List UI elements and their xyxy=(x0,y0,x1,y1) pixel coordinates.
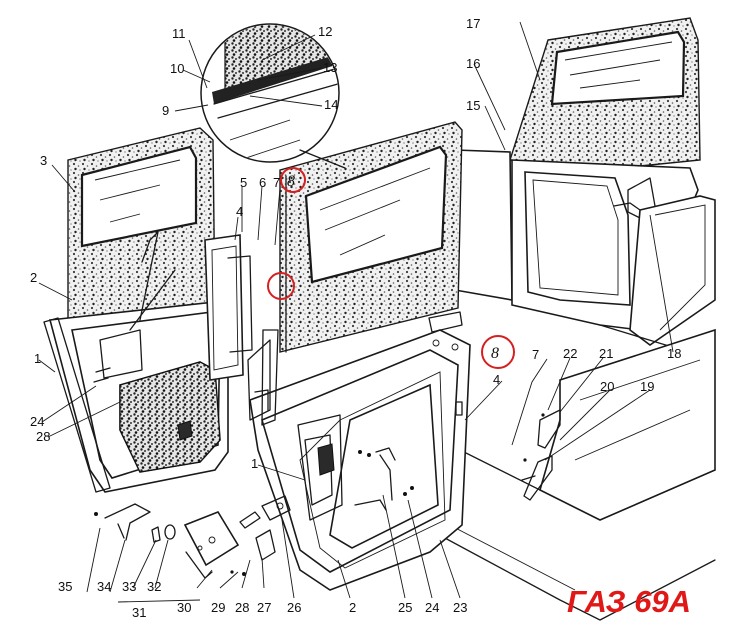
callout-2-bottom: 2 xyxy=(349,600,356,615)
callout-23: 23 xyxy=(453,600,467,615)
callout-11: 11 xyxy=(172,26,186,41)
front-door-lower-shell xyxy=(247,311,471,591)
highlight-mark-lower: 8 xyxy=(481,335,515,369)
callout-19: 19 xyxy=(640,379,654,394)
callout-32: 32 xyxy=(147,579,161,594)
callout-numbers: 1 1 1 2 2 3 4 4 4 5 6 7 7 9 10 11 12 13 … xyxy=(30,16,681,620)
callout-24-left: 24 xyxy=(30,414,44,429)
brand-label: ГАЗ 69А xyxy=(567,584,691,619)
callout-6: 6 xyxy=(259,175,266,190)
callout-27: 27 xyxy=(257,600,271,615)
callout-20: 20 xyxy=(600,379,614,394)
callout-21: 21 xyxy=(599,346,613,361)
callout-26: 26 xyxy=(287,600,301,615)
callout-7-top: 7 xyxy=(273,175,280,190)
callout-7-right: 7 xyxy=(532,347,539,362)
callout-25: 25 xyxy=(398,600,412,615)
handle-and-lock-parts xyxy=(94,495,291,579)
callout-3: 3 xyxy=(40,153,47,168)
callout-28-bottom: 28 xyxy=(235,600,249,615)
callout-1-left: 1 xyxy=(34,351,41,366)
callout-28-left: 28 xyxy=(36,429,50,444)
callout-2-left: 2 xyxy=(30,270,37,285)
highlight-mark-lower-label: 8 xyxy=(491,345,499,362)
left-door-assembly xyxy=(43,127,253,493)
callout-1-mid: 1 xyxy=(251,456,258,471)
weatherstrip-detail-callout xyxy=(200,23,346,169)
callout-14: 14 xyxy=(324,97,338,112)
vehicle-body-rear xyxy=(429,17,716,621)
front-door-upper-frame xyxy=(279,121,463,353)
leader-lines xyxy=(38,21,674,603)
callout-5: 5 xyxy=(240,175,247,190)
callout-4-top: 4 xyxy=(236,204,243,219)
highlight-mark-upper-label: 8 xyxy=(287,173,295,190)
callout-15: 15 xyxy=(466,98,480,113)
callout-17: 17 xyxy=(466,16,480,31)
callout-13: 13 xyxy=(323,60,337,75)
callout-18: 18 xyxy=(667,346,681,361)
callout-33: 33 xyxy=(122,579,136,594)
highlight-mark-upper: 8 xyxy=(280,167,306,193)
callout-16: 16 xyxy=(466,56,480,71)
callout-12: 12 xyxy=(318,24,332,39)
callout-30: 30 xyxy=(177,600,191,615)
callout-22: 22 xyxy=(563,346,577,361)
callout-4-right: 4 xyxy=(493,372,500,387)
callout-34: 34 xyxy=(97,579,111,594)
highlight-circle-hinge xyxy=(267,272,295,300)
callout-31: 31 xyxy=(132,605,146,620)
callout-9: 9 xyxy=(162,103,169,118)
callout-29: 29 xyxy=(211,600,225,615)
callout-10: 10 xyxy=(170,61,184,76)
callout-35: 35 xyxy=(58,579,72,594)
callout-24-bottom: 24 xyxy=(425,600,439,615)
